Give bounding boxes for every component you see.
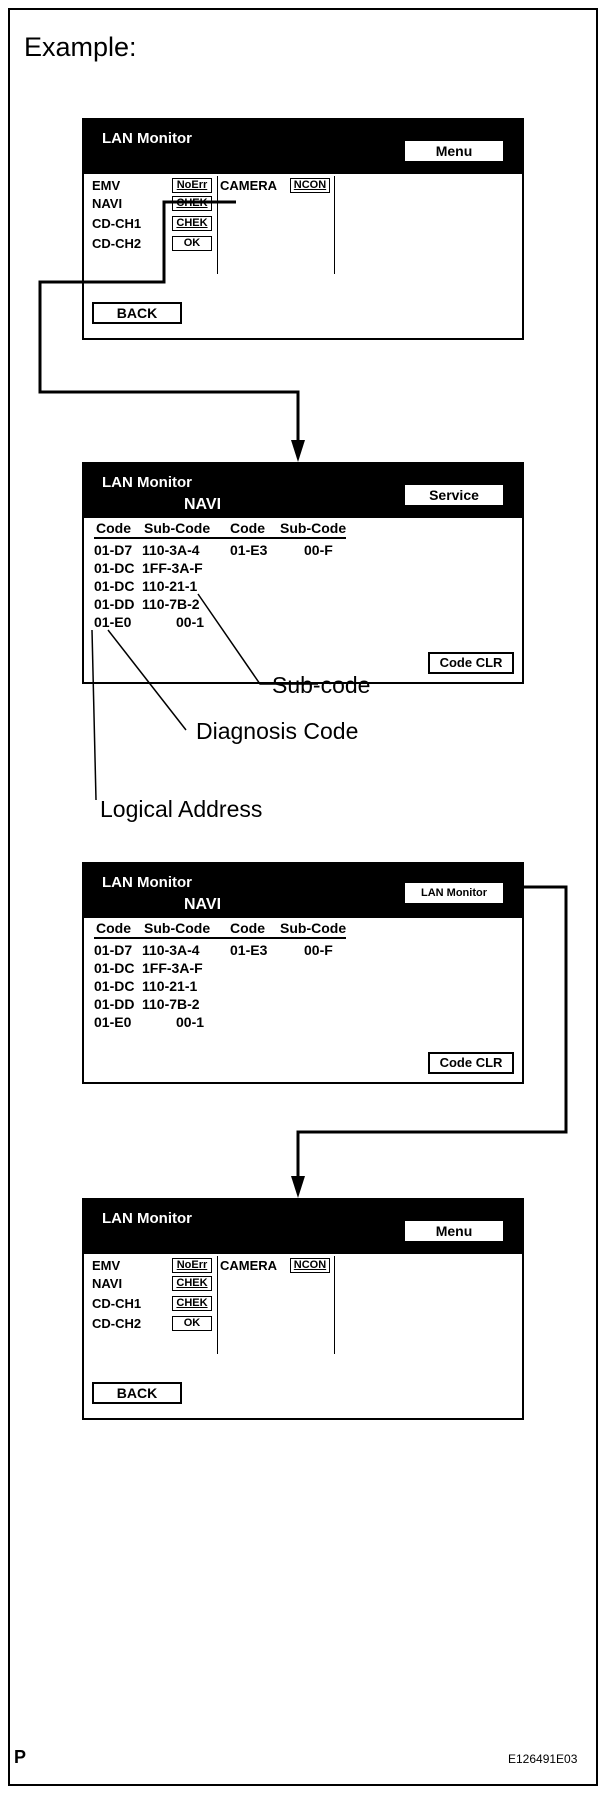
menu-button[interactable]: Menu bbox=[404, 1220, 504, 1242]
row-sub-code: 110-3A-4 bbox=[142, 542, 200, 558]
row-sub-code-right: 00-F bbox=[304, 542, 333, 558]
row-code: 01-DC bbox=[94, 978, 135, 994]
device-label-navi: NAVI bbox=[92, 1276, 123, 1291]
device-label-emv: EMV bbox=[92, 178, 121, 193]
row-code: 01-DC bbox=[94, 560, 135, 576]
device-label-cd-ch2: CD-CH2 bbox=[92, 236, 142, 251]
device-label-emv: EMV bbox=[92, 1258, 121, 1273]
device-label-camera: CAMERA bbox=[220, 1258, 278, 1273]
titlebar: LAN Monitor Menu bbox=[84, 120, 522, 174]
col-header-code-2: Code bbox=[230, 920, 265, 936]
titlebar: LAN Monitor NAVI LAN Monitor bbox=[84, 864, 522, 918]
screen-title: LAN Monitor bbox=[102, 130, 192, 147]
row-sub-code: 110-3A-4 bbox=[142, 942, 200, 958]
navi-detail-screen-service: LAN Monitor NAVI Service Code Sub-Code C… bbox=[82, 462, 524, 684]
leader-diagnosis-code bbox=[107, 629, 187, 731]
device-label-camera: CAMERA bbox=[220, 178, 278, 193]
arrowhead-1 bbox=[291, 440, 305, 462]
row-sub-code: 110-21-1 bbox=[142, 578, 198, 594]
row-code: 01-DD bbox=[94, 596, 135, 612]
menu-button[interactable]: Menu bbox=[404, 140, 504, 162]
column-divider bbox=[217, 176, 218, 274]
row-sub-code: 1FF-3A-F bbox=[142, 960, 203, 976]
flow-arrow-2 bbox=[296, 885, 568, 1180]
back-button[interactable]: BACK bbox=[92, 1382, 182, 1404]
row-code: 01-E0 bbox=[94, 1014, 132, 1030]
device-status-cd-ch1[interactable]: CHEK bbox=[172, 1296, 212, 1311]
col-header-sub-code-2: Sub-Code bbox=[280, 920, 347, 936]
screen-subtitle: NAVI bbox=[184, 896, 222, 913]
screen-subtitle: NAVI bbox=[184, 496, 222, 513]
device-status-camera[interactable]: NCON bbox=[290, 1258, 330, 1273]
row-code: 01-DD bbox=[94, 996, 135, 1012]
row-code: 01-D7 bbox=[94, 942, 133, 958]
device-status-cd-ch1[interactable]: CHEK bbox=[172, 216, 212, 231]
column-divider bbox=[334, 1256, 335, 1354]
callout-diagnosis-code: Diagnosis Code bbox=[196, 718, 359, 744]
code-clr-button[interactable]: Code CLR bbox=[428, 652, 514, 674]
code-clr-button[interactable]: Code CLR bbox=[428, 1052, 514, 1074]
lan-monitor-menu-screen-1: LAN Monitor Menu EMV NoErr NAVI CHEK CD-… bbox=[82, 118, 524, 340]
device-status-emv[interactable]: NoErr bbox=[172, 178, 212, 193]
device-status-camera[interactable]: NCON bbox=[290, 178, 330, 193]
callout-logical-address: Logical Address bbox=[100, 796, 263, 822]
col-header-code: Code bbox=[96, 920, 131, 936]
example-label: Example: bbox=[24, 32, 137, 62]
row-sub-code-right: 00-F bbox=[304, 942, 333, 958]
device-status-cd-ch2[interactable]: OK bbox=[172, 236, 212, 251]
device-status-navi[interactable]: CHEK bbox=[172, 1276, 212, 1291]
col-header-sub-code: Sub-Code bbox=[144, 520, 211, 536]
row-code: 01-DC bbox=[94, 578, 135, 594]
row-sub-code: 110-21-1 bbox=[142, 978, 198, 994]
row-sub-code: 1FF-3A-F bbox=[142, 560, 203, 576]
row-sub-code: 110-7B-2 bbox=[142, 596, 200, 612]
screen-title: LAN Monitor bbox=[102, 874, 192, 891]
column-divider bbox=[334, 176, 335, 274]
screen-title: LAN Monitor bbox=[102, 474, 192, 491]
leader-sub-code bbox=[197, 593, 318, 685]
device-status-emv[interactable]: NoErr bbox=[172, 1258, 212, 1273]
figure-id: E126491E03 bbox=[508, 1752, 578, 1766]
header-rule bbox=[94, 537, 346, 539]
lan-monitor-button[interactable]: LAN Monitor bbox=[404, 882, 504, 904]
col-header-code: Code bbox=[96, 520, 131, 536]
col-header-sub-code: Sub-Code bbox=[144, 920, 211, 936]
lan-monitor-menu-screen-2: LAN Monitor Menu EMV NoErr NAVI CHEK CD-… bbox=[82, 1198, 524, 1420]
header-rule bbox=[94, 937, 346, 939]
device-label-navi: NAVI bbox=[92, 196, 123, 211]
row-code-right: 01-E3 bbox=[230, 542, 268, 558]
col-header-sub-code-2: Sub-Code bbox=[280, 520, 347, 536]
row-sub-code: 110-7B-2 bbox=[142, 996, 200, 1012]
device-label-cd-ch1: CD-CH1 bbox=[92, 216, 142, 231]
row-sub-code: 00-1 bbox=[176, 614, 205, 630]
navi-detail-screen-lan-monitor: LAN Monitor NAVI LAN Monitor Code Sub-Co… bbox=[82, 862, 524, 1084]
callout-sub-code: Sub-code bbox=[272, 672, 371, 698]
leader-logical-address bbox=[91, 629, 97, 801]
service-button[interactable]: Service bbox=[404, 484, 504, 506]
back-button[interactable]: BACK bbox=[92, 302, 182, 324]
row-code-right: 01-E3 bbox=[230, 942, 268, 958]
titlebar: LAN Monitor NAVI Service bbox=[84, 464, 522, 518]
column-divider bbox=[217, 1256, 218, 1354]
arrowhead-2 bbox=[291, 1176, 305, 1198]
device-status-cd-ch2[interactable]: OK bbox=[172, 1316, 212, 1331]
device-label-cd-ch1: CD-CH1 bbox=[92, 1296, 142, 1311]
row-code: 01-DC bbox=[94, 960, 135, 976]
figure-frame bbox=[8, 8, 598, 1786]
row-code: 01-E0 bbox=[94, 614, 132, 630]
titlebar: LAN Monitor Menu bbox=[84, 1200, 522, 1254]
row-code: 01-D7 bbox=[94, 542, 133, 558]
col-header-code-2: Code bbox=[230, 520, 265, 536]
row-sub-code: 00-1 bbox=[176, 1014, 205, 1030]
corner-letter: P bbox=[14, 1747, 27, 1767]
device-label-cd-ch2: CD-CH2 bbox=[92, 1316, 142, 1331]
screen-title: LAN Monitor bbox=[102, 1210, 192, 1227]
flow-arrow-1 bbox=[38, 200, 300, 444]
